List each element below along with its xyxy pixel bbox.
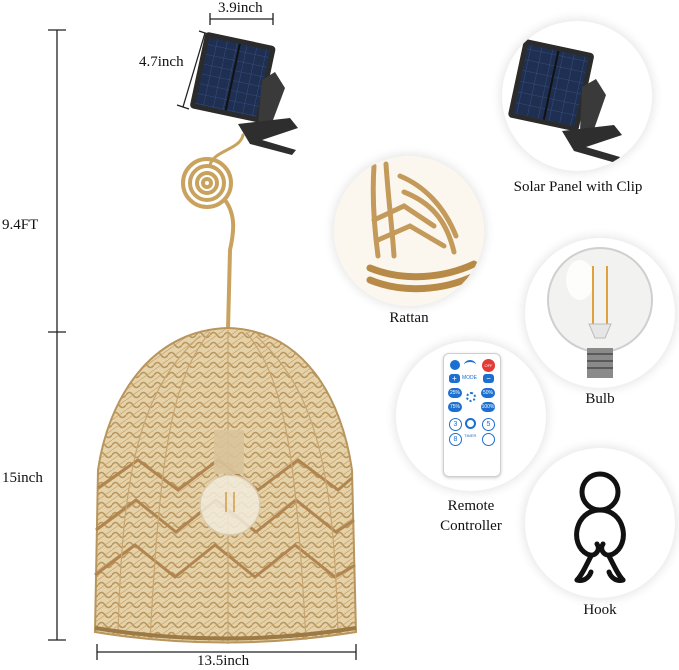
wifi-icon xyxy=(464,360,476,370)
remote-body: OFF MODE + − 25% 50% 75% 100% 3 5 8 TIME… xyxy=(443,353,501,477)
timer-label: TIMER xyxy=(464,433,477,438)
solar-panel xyxy=(190,32,298,155)
rattan-lampshade xyxy=(93,326,358,644)
solar-panel-callout xyxy=(502,21,652,171)
rattan-closeup-icon xyxy=(334,156,484,306)
remote-callout: OFF MODE + − 25% 50% 75% 100% 3 5 8 TIME… xyxy=(396,341,546,491)
mode-label: MODE xyxy=(462,375,477,381)
panel-height-label: 4.7inch xyxy=(139,54,184,70)
bulb-caption: Bulb xyxy=(585,391,615,407)
shade-width-label: 13.5inch xyxy=(197,653,250,669)
key-8: 8 xyxy=(449,433,462,446)
cord-length-label: 9.4FT xyxy=(2,217,39,233)
panel-width-label: 3.9inch xyxy=(218,0,263,16)
key-100: 100% xyxy=(481,402,495,412)
power-icon xyxy=(450,360,460,370)
bulb-callout xyxy=(525,238,675,388)
key-50: 50% xyxy=(481,388,495,398)
hook-icon xyxy=(574,471,626,583)
key-75: 75% xyxy=(448,402,462,412)
rattan-callout xyxy=(334,156,484,306)
alarm-clock-icon xyxy=(465,418,476,429)
shade-height-label: 15inch xyxy=(2,470,43,486)
brightness-icon xyxy=(466,392,476,402)
key-25: 25% xyxy=(448,388,462,398)
hook-caption: Hook xyxy=(583,602,617,618)
key-5: 5 xyxy=(482,418,495,431)
rattan-caption: Rattan xyxy=(389,310,429,326)
solar-panel-caption: Solar Panel with Clip xyxy=(513,179,643,195)
key-blank xyxy=(482,433,495,446)
solar-panel-closeup-icon xyxy=(508,39,622,163)
hook-callout xyxy=(525,448,675,598)
minus-button: − xyxy=(483,374,494,383)
plus-button: + xyxy=(449,374,460,383)
remote-caption-line1: Remote xyxy=(447,498,495,514)
remote-caption-line2: Controller xyxy=(440,518,502,534)
cord xyxy=(181,133,245,332)
pendant-lamp-illustration xyxy=(93,32,358,644)
bulb-closeup-icon xyxy=(547,247,653,378)
key-3: 3 xyxy=(449,418,462,431)
off-button: OFF xyxy=(482,359,495,372)
